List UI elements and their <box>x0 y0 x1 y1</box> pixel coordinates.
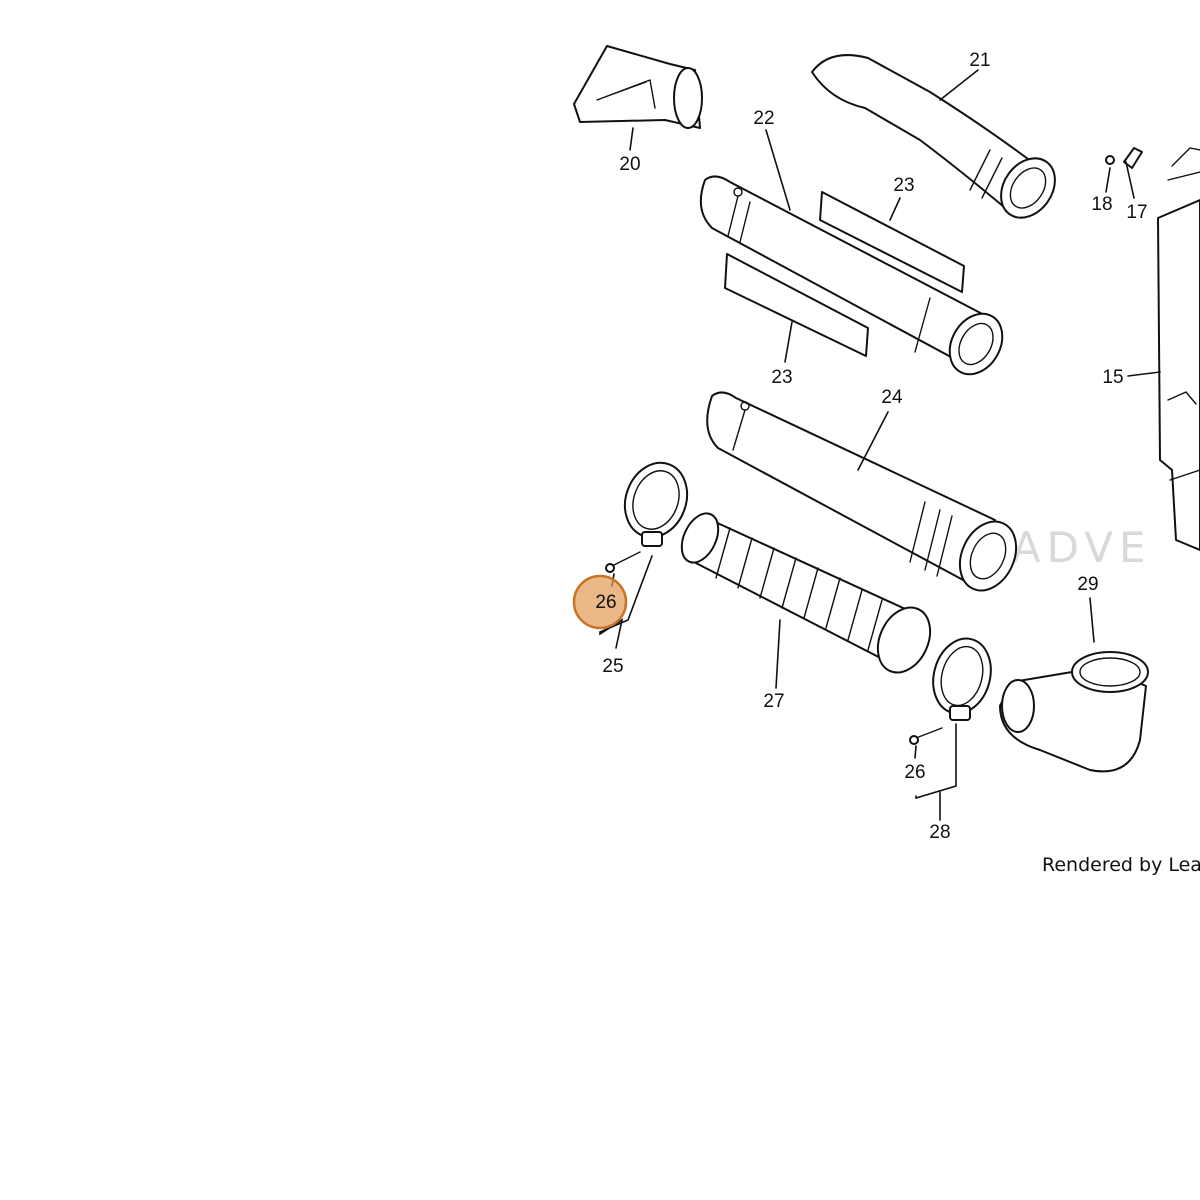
callout-15[interactable]: 15 <box>1102 367 1123 388</box>
callout-25[interactable]: 25 <box>602 656 623 677</box>
callout-26-lower[interactable]: 26 <box>904 762 925 783</box>
leader-22 <box>765 129 791 211</box>
leader-26b <box>914 745 917 759</box>
part-25-clamp <box>623 461 689 547</box>
callout-29[interactable]: 29 <box>1077 574 1098 595</box>
part-26-screw-lower <box>909 727 943 745</box>
leader-24 <box>857 411 889 471</box>
part-15-panel <box>1157 147 1200 551</box>
callout-27[interactable]: 27 <box>763 691 784 712</box>
part-28-clamp <box>932 637 992 721</box>
leader-23a <box>889 197 901 221</box>
part-20-funnel-duct <box>573 45 703 129</box>
part-18-nut <box>1105 155 1115 165</box>
leader-17 <box>1125 161 1135 199</box>
part-21-curved-hose <box>811 54 1056 219</box>
callout-23-upper[interactable]: 23 <box>893 175 914 196</box>
callout-23-lower[interactable]: 23 <box>771 367 792 388</box>
callout-26-upper[interactable]: 26 <box>595 592 616 613</box>
part-29-elbow <box>999 651 1149 773</box>
leader-29 <box>1089 597 1095 643</box>
callout-22[interactable]: 22 <box>753 108 774 129</box>
part-23-sheet-lower <box>724 253 869 357</box>
part-24-corrugated-tube <box>706 391 1018 592</box>
leader-15 <box>1127 371 1161 377</box>
part-23-sheet-upper <box>819 191 965 293</box>
callout-17[interactable]: 17 <box>1126 202 1147 223</box>
leader-20 <box>629 127 634 151</box>
part-17-clip <box>1123 147 1143 169</box>
leader-21 <box>939 69 979 101</box>
callout-24[interactable]: 24 <box>881 387 903 408</box>
selected-part-highlight <box>572 574 628 630</box>
render-credit: Rendered by LeadV <box>1042 854 1200 876</box>
part-27-bellows-hose <box>680 512 932 674</box>
callout-20[interactable]: 20 <box>619 154 640 175</box>
part-26-screw-upper <box>605 551 641 573</box>
leader-28 <box>915 723 957 800</box>
callout-21[interactable]: 21 <box>969 50 990 71</box>
part-22-long-tube <box>699 175 1004 376</box>
leader-27 <box>775 619 781 689</box>
leader-23b <box>784 321 793 363</box>
leader-25-bracket <box>599 555 653 633</box>
callout-28[interactable]: 28 <box>929 822 950 843</box>
leader-18 <box>1105 167 1111 193</box>
callout-18[interactable]: 18 <box>1091 194 1112 215</box>
